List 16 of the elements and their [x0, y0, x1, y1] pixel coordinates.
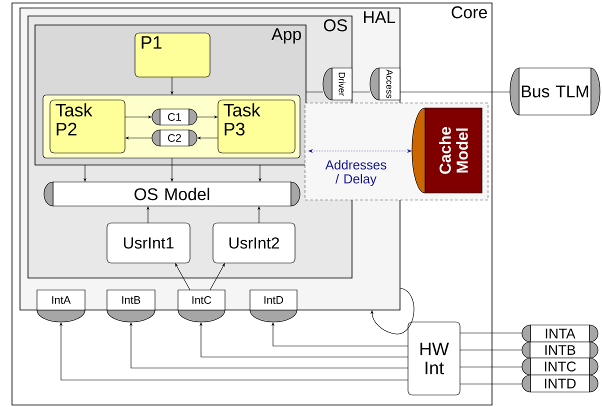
process-box: HW Int: [408, 322, 460, 396]
interrupt-port: IntA: [36, 290, 86, 322]
process-box: UsrInt2: [212, 222, 296, 264]
interrupt-port: IntB: [106, 290, 156, 322]
process-box: UsrInt1: [106, 222, 190, 264]
task-box: Task P2: [50, 100, 126, 154]
cache-block: Cache Model: [412, 108, 482, 194]
task-box: Task P3: [218, 100, 296, 154]
arrow: [370, 288, 414, 334]
arrow: [210, 263, 225, 290]
arrow: [175, 263, 190, 290]
connector-line: [460, 366, 522, 368]
interrupt-port: IntC: [178, 290, 226, 322]
task-box: P1: [134, 32, 210, 78]
connector-line: [460, 332, 522, 334]
interrupt-port: IntD: [250, 290, 298, 322]
